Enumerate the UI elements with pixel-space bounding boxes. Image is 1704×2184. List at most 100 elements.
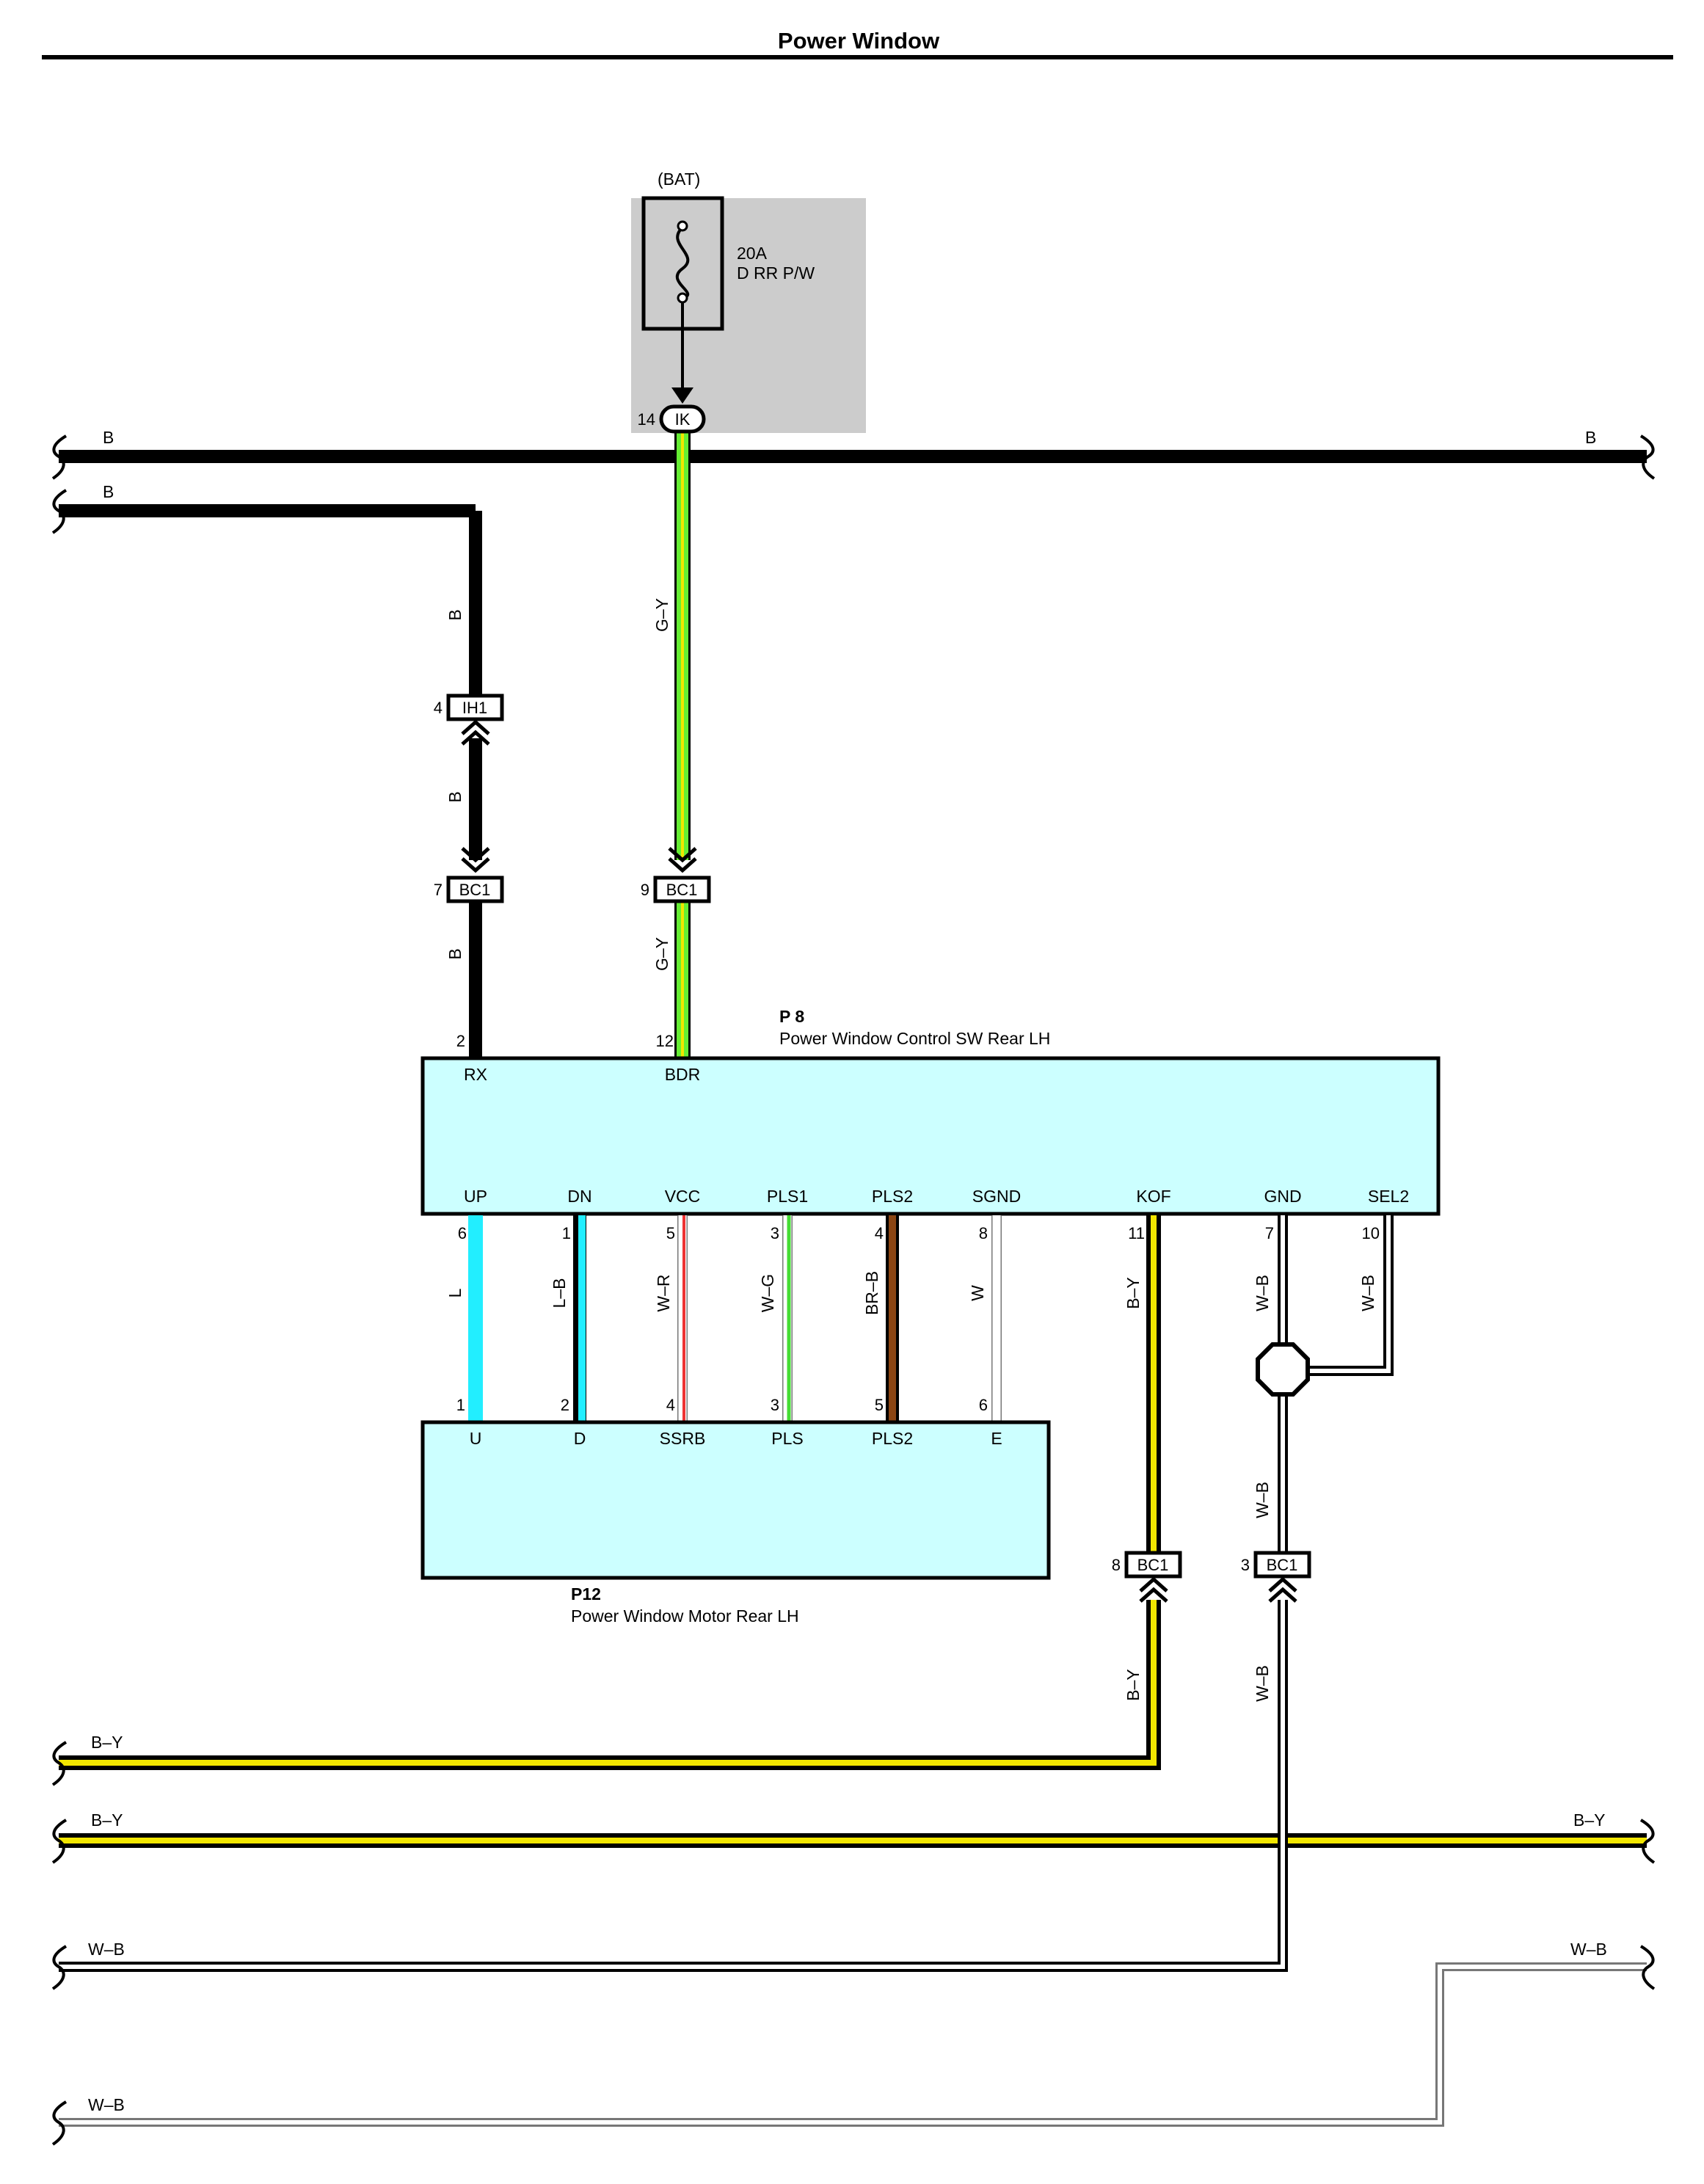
connector-bc1-gy-pin: 9 [641,881,649,899]
splice-point [1256,1342,1310,1397]
p12-pin-pls: 3 [771,1396,779,1414]
p8-name: Power Window Control SW Rear LH [779,1029,1050,1048]
label-wire-b-lower: B [445,948,465,959]
fuse-icon [675,226,690,299]
p8-term-up: UP [464,1187,487,1206]
break-symbol-wb1-right [1639,1945,1656,1990]
break-symbol-by2-left [51,1819,68,1864]
p8-pin-up: 6 [458,1224,467,1242]
ih1-chevron-2 [461,729,490,746]
connector-ik [659,404,706,434]
label-bus-wb1-left: W–B [88,1940,125,1959]
connector-bc1-gy [653,876,711,903]
connector-bc1-by [1124,1551,1182,1579]
connector-bc1-by-pin: 8 [1112,1556,1121,1574]
label-wire-w: W [968,1285,987,1301]
p12-pin-e: 6 [979,1396,988,1414]
bc1-b-chevron-1 [461,847,490,863]
wire-wb-to-bus [59,1600,1285,1969]
p8-pin-vcc: 5 [666,1224,675,1242]
p12-ref: P12 [571,1584,601,1604]
p8-pin-sgnd: 8 [979,1224,988,1242]
fuse-output-arrow [671,387,693,404]
p12-name: Power Window Motor Rear LH [571,1606,799,1626]
bus-wb-right-outline [59,1962,1647,2127]
wire-wb-sel2 [1306,1215,1391,1373]
break-symbol-b2-left [51,489,68,534]
p12-pin-ssrb: 4 [666,1396,675,1414]
label-wire-wr: W–R [654,1274,673,1311]
p8-pin-pls2: 4 [875,1224,884,1242]
fuse-source-label: (BAT) [658,170,700,189]
p12-term-e: E [991,1429,1002,1448]
p8-pin-kof: 11 [1128,1224,1145,1242]
p12-term-pls: PLS [771,1429,803,1448]
break-symbol-b1-left [51,434,68,480]
p8-term-sgnd: SGND [972,1187,1021,1206]
p8-pin-sel2: 10 [1362,1224,1380,1242]
page-title: Power Window [778,28,940,54]
connector-bc1-gy-id: BC1 [666,881,698,899]
label-bus-wb1-right: W–B [1570,1940,1607,1959]
p8-term-kof: KOF [1136,1187,1170,1206]
p8-term-sel2: SEL2 [1368,1187,1409,1206]
p8-term-bdr: BDR [665,1065,701,1084]
label-wire-brb: BR–B [862,1271,881,1315]
p12-pin-u: 1 [456,1396,465,1414]
connector-bc1-by-id: BC1 [1137,1556,1169,1574]
connector-ik-pin: 14 [638,410,655,429]
break-symbol-by1-left [51,1741,68,1786]
p12-term-u: U [470,1429,482,1448]
p8-pin-bdr: 12 [656,1032,674,1050]
connector-bc1-b-pin: 7 [434,881,443,899]
label-bus-b1-right: B [1585,428,1596,447]
label-wire-lb: L–B [550,1278,569,1308]
bc1-wb-chevron-1 [1268,1576,1297,1592]
connector-ih1 [446,694,504,721]
label-wire-gy-lower: G–Y [652,937,671,971]
connector-ih1-id: IH1 [462,699,487,717]
fuse-name: D RR P/W [737,263,815,283]
p8-pin-pls1: 3 [771,1224,779,1242]
label-bus-wb2-left: W–B [88,2095,125,2114]
wire-wb-to-bus-outline [59,1600,1288,1972]
label-wire-by-lower: B–Y [1124,1669,1143,1700]
bc1-gy-chevron-1 [668,847,697,863]
component-p8 [420,1056,1441,1216]
label-wire-gy-upper: G–Y [652,598,671,632]
connector-bc1-b-id: BC1 [459,881,491,899]
p12-term-pls2: PLS2 [872,1429,913,1448]
component-p12 [420,1420,1051,1580]
p8-term-rx: RX [464,1065,487,1084]
label-wire-wb-gnd: W–B [1253,1275,1272,1311]
wire-by-kof-lower [59,1600,1157,1766]
connector-ik-id: IK [675,410,691,429]
connector-bc1-wb [1253,1551,1311,1579]
p8-ref: P 8 [779,1007,804,1026]
ih1-chevron-1 [461,719,490,735]
connector-ih1-pin: 4 [434,699,443,717]
label-bus-by2-left: B–Y [91,1810,123,1830]
fuse-terminal-bottom [677,292,688,304]
label-wire-wb-mid: W–B [1253,1482,1272,1518]
break-symbol-wb2-left [51,2100,68,2146]
p8-term-pls1: PLS1 [767,1187,808,1206]
p12-term-ssrb: SSRB [660,1429,706,1448]
label-wire-l: L [445,1288,465,1297]
p8-pin-gnd: 7 [1265,1224,1274,1242]
break-symbol-b1-right [1639,434,1656,480]
p12-pin-pls2: 5 [875,1396,884,1414]
fuse-box-background [631,198,866,433]
p8-term-vcc: VCC [665,1187,701,1206]
connector-bc1-wb-pin: 3 [1241,1556,1250,1574]
connector-bc1-wb-id: BC1 [1267,1556,1298,1574]
bc1-gy-chevron-2 [668,857,697,873]
fuse-terminal-top [677,220,688,232]
break-symbol-by2-right [1639,1819,1656,1864]
p8-term-dn: DN [567,1187,591,1206]
fuse-rating: 20A [737,244,768,263]
p12-pin-d: 2 [561,1396,569,1414]
bc1-by-chevron-1 [1139,1576,1168,1592]
label-bus-by2-right: B–Y [1573,1810,1605,1830]
